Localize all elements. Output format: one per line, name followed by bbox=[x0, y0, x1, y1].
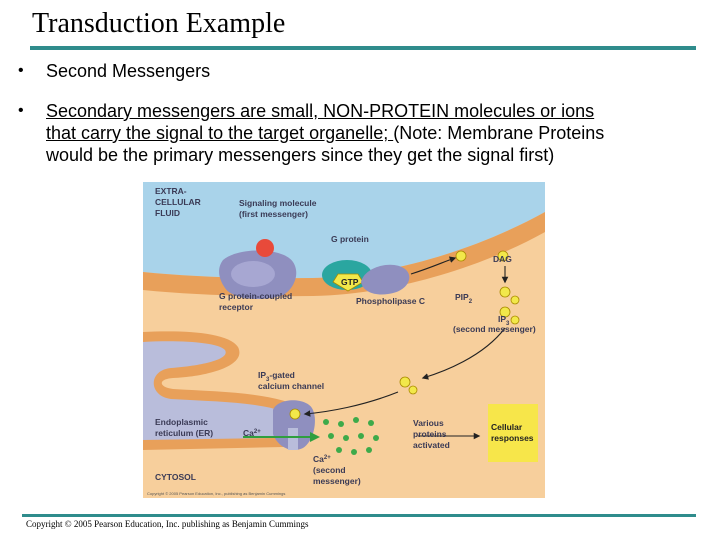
dag-label: DAG bbox=[493, 254, 512, 264]
pip2-label: PIP2 bbox=[455, 292, 473, 305]
pip2-label-subscript: 2 bbox=[469, 299, 473, 305]
figure-copyright: Copyright © 2005 Pearson Education, Inc.… bbox=[147, 491, 285, 496]
signaling-label-line-1: Signaling molecule bbox=[239, 198, 317, 208]
calcium-ions bbox=[323, 417, 379, 455]
bullet-1-text: Second Messengers bbox=[46, 61, 211, 81]
phospholipase-label: Phospholipase C bbox=[356, 296, 425, 306]
phospholipase-c-icon bbox=[361, 264, 410, 295]
bullet-marker: • bbox=[18, 102, 24, 119]
receptor-label-line-1: G protein-coupled bbox=[219, 291, 292, 301]
ip3-gated-label: IP3-gated bbox=[258, 370, 295, 383]
ca-second-label-text: Ca bbox=[313, 454, 324, 464]
cytosol-label: CYTOSOL bbox=[155, 472, 196, 482]
cellular-responses-box bbox=[488, 404, 538, 462]
extracellular-label-line-1: EXTRA- bbox=[155, 186, 187, 196]
ca-second-messenger-line-3: messenger) bbox=[313, 476, 361, 486]
copyright-notice: Copyright © 2005 Pearson Education, Inc.… bbox=[26, 519, 309, 529]
calcium-channel-label: calcium channel bbox=[258, 381, 324, 391]
bullet-2-line-2: that carry the signal to the target orga… bbox=[46, 122, 604, 144]
extracellular-label-line-3: FLUID bbox=[155, 208, 180, 218]
ip3-label: IP3 bbox=[498, 314, 510, 327]
gtp-badge: GTP bbox=[332, 273, 364, 292]
ip3-label-text: IP bbox=[498, 314, 506, 324]
ip3-gated-label-text: IP bbox=[258, 370, 266, 380]
cellular-responses-line-1: Cellular bbox=[491, 422, 523, 432]
er-label-line-2: reticulum (ER) bbox=[155, 428, 213, 438]
pip2-label-text: PIP bbox=[455, 292, 469, 302]
slide-title: Transduction Example bbox=[32, 8, 286, 39]
signaling-label-line-2: (first messenger) bbox=[239, 209, 308, 219]
er-calcium-label-text: Ca bbox=[243, 428, 254, 438]
ip3-label-subscript: 3 bbox=[506, 321, 510, 327]
various-proteins-line-2: proteins bbox=[413, 429, 447, 439]
bullet-2-line-2-rest: (Note: Membrane Proteins bbox=[393, 123, 605, 143]
er-calcium-label: Ca2+ bbox=[243, 428, 261, 438]
various-proteins-line-3: activated bbox=[413, 440, 450, 450]
ca-second-label-superscript: 2+ bbox=[324, 455, 331, 461]
receptor-label-line-2: receptor bbox=[219, 302, 254, 312]
pathway-arrows bbox=[303, 256, 509, 440]
bullet-2-text: Secondary messengers are small, NON-PROT… bbox=[46, 100, 604, 166]
footer-rule bbox=[22, 514, 696, 517]
ip3-molecules bbox=[289, 250, 520, 420]
ca-second-messenger-line-2: (second bbox=[313, 465, 346, 475]
bullet-2-line-1: Secondary messengers are small, NON-PROT… bbox=[46, 101, 595, 121]
various-proteins-line-1: Various bbox=[413, 418, 444, 428]
receptor-icon bbox=[219, 250, 297, 300]
er-label-line-1: Endoplasmic bbox=[155, 417, 208, 427]
ip3-gated-label-suffix: -gated bbox=[269, 370, 295, 380]
bullet-marker: • bbox=[18, 62, 24, 79]
gtp-label: GTP bbox=[341, 277, 359, 287]
title-underline bbox=[30, 46, 696, 50]
ca-second-messenger-label: Ca2+ bbox=[313, 454, 331, 464]
bullet-2-line-2-underlined: that carry the signal to the target orga… bbox=[46, 123, 394, 143]
g-protein-label: G protein bbox=[331, 234, 369, 244]
ip3-gated-label-subscript: 3 bbox=[266, 377, 270, 383]
ip3-signaling-diagram: GTP EXTRA- CELLULAR bbox=[143, 182, 545, 498]
extracellular-label-line-2: CELLULAR bbox=[155, 197, 201, 207]
er-calcium-label-superscript: 2+ bbox=[254, 429, 261, 435]
signaling-molecule-icon bbox=[256, 239, 274, 257]
ip3-second-messenger-label: (second messenger) bbox=[453, 324, 536, 334]
er-lumen bbox=[143, 341, 297, 440]
cellular-responses-line-2: responses bbox=[491, 433, 534, 443]
bullet-2-line-3: would be the primary messengers since th… bbox=[46, 145, 555, 165]
